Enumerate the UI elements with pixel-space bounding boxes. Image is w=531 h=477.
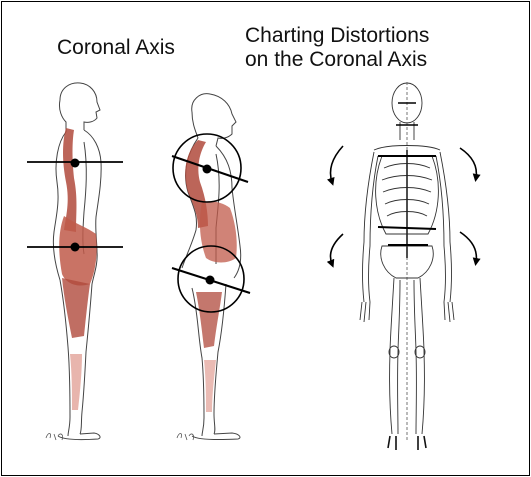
figure2-head	[192, 94, 236, 146]
figure1-upper-axis-dot	[71, 159, 80, 168]
figure2-foot	[192, 433, 240, 440]
figure1-lower-axis-dot	[71, 243, 80, 252]
upper-right-curved-arrow-icon	[460, 148, 476, 178]
figure1-head-back	[59, 100, 66, 132]
skeleton-left-hand	[360, 302, 370, 322]
skeleton-left-arm	[363, 152, 379, 302]
lower-right-curved-arrow-icon	[460, 232, 476, 262]
skeleton-left-leg	[390, 278, 400, 434]
skeleton-right-knee	[415, 346, 425, 358]
lower-left-curved-arrow-icon	[330, 234, 343, 264]
figure1-foot	[58, 433, 100, 440]
figure2-lower-axis-dot	[206, 276, 215, 285]
figure2-upper-axis-dot	[203, 165, 212, 174]
upper-left-curved-arrow-icon	[330, 146, 343, 182]
skeleton-right-hand	[444, 302, 454, 322]
figure1-abdominal-muscle	[59, 216, 97, 286]
skeleton-right-leg	[414, 278, 424, 434]
figure2-signature	[177, 434, 194, 441]
skeleton-left-knee	[389, 346, 399, 358]
figure1-calf-muscle	[70, 354, 82, 410]
front-view-skeleton	[360, 82, 454, 450]
figure1-muscles	[59, 128, 97, 410]
skeleton-right-arm	[436, 152, 452, 302]
figure2-head-back	[192, 112, 198, 138]
figure1-erector-muscle	[63, 128, 77, 232]
skeleton-waist-line	[378, 227, 436, 229]
